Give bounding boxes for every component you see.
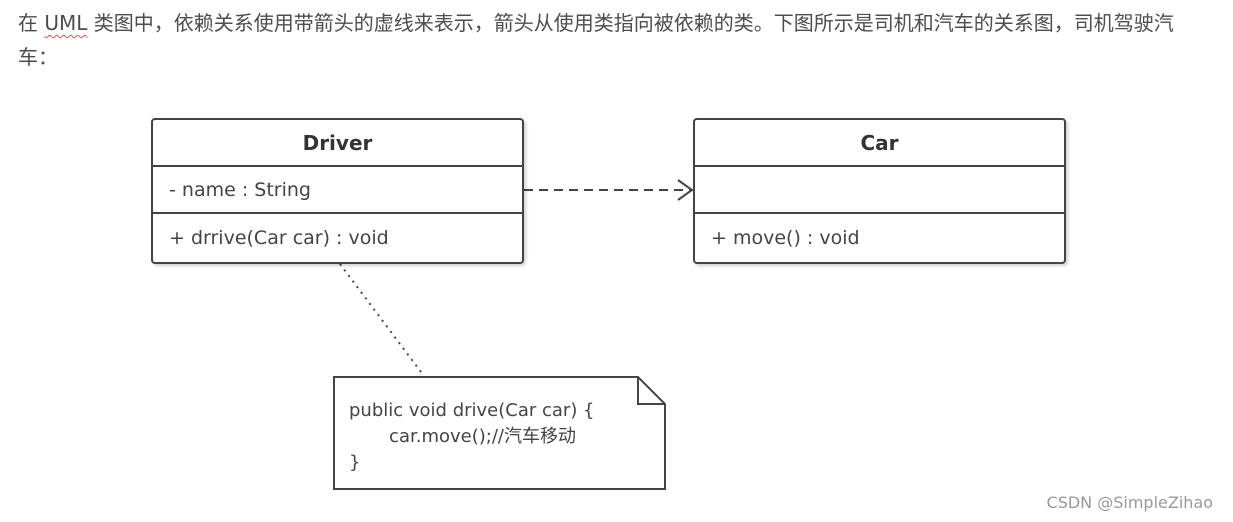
class-driver-name: Driver [153, 120, 522, 167]
intro-term-uml: UML [44, 11, 88, 35]
class-car-attribute [695, 167, 1064, 214]
intro-paragraph: 在 UML 类图中，依赖关系使用带箭头的虚线来表示，箭头从使用类指向被依赖的类。… [18, 6, 1213, 74]
class-car-name: Car [695, 120, 1064, 167]
code-note: public void drive(Car car) { car.move();… [333, 376, 666, 490]
class-car: Car + move() : void [693, 118, 1066, 264]
csdn-watermark: CSDN @SimpleZihao [1046, 493, 1213, 512]
class-driver-attribute: - name : String [153, 167, 522, 214]
note-line-3: } [349, 452, 361, 473]
note-line-2: car.move();//汽车移动 [349, 426, 576, 447]
intro-pre: 在 [18, 11, 45, 35]
class-driver-operation: + drrive(Car car) : void [169, 226, 389, 249]
note-shape [333, 376, 666, 490]
class-driver: Driver - name : String + drrive(Car car)… [151, 118, 524, 264]
dependency-arrow-head [677, 179, 694, 201]
note-code: public void drive(Car car) { car.move();… [349, 398, 595, 476]
note-anchor-line [339, 263, 425, 377]
intro-post: 类图中，依赖关系使用带箭头的虚线来表示，箭头从使用类指向被依赖的类。下图所示是司… [18, 11, 1174, 69]
class-car-operation: + move() : void [711, 226, 860, 249]
note-line-1: public void drive(Car car) { [349, 400, 595, 421]
